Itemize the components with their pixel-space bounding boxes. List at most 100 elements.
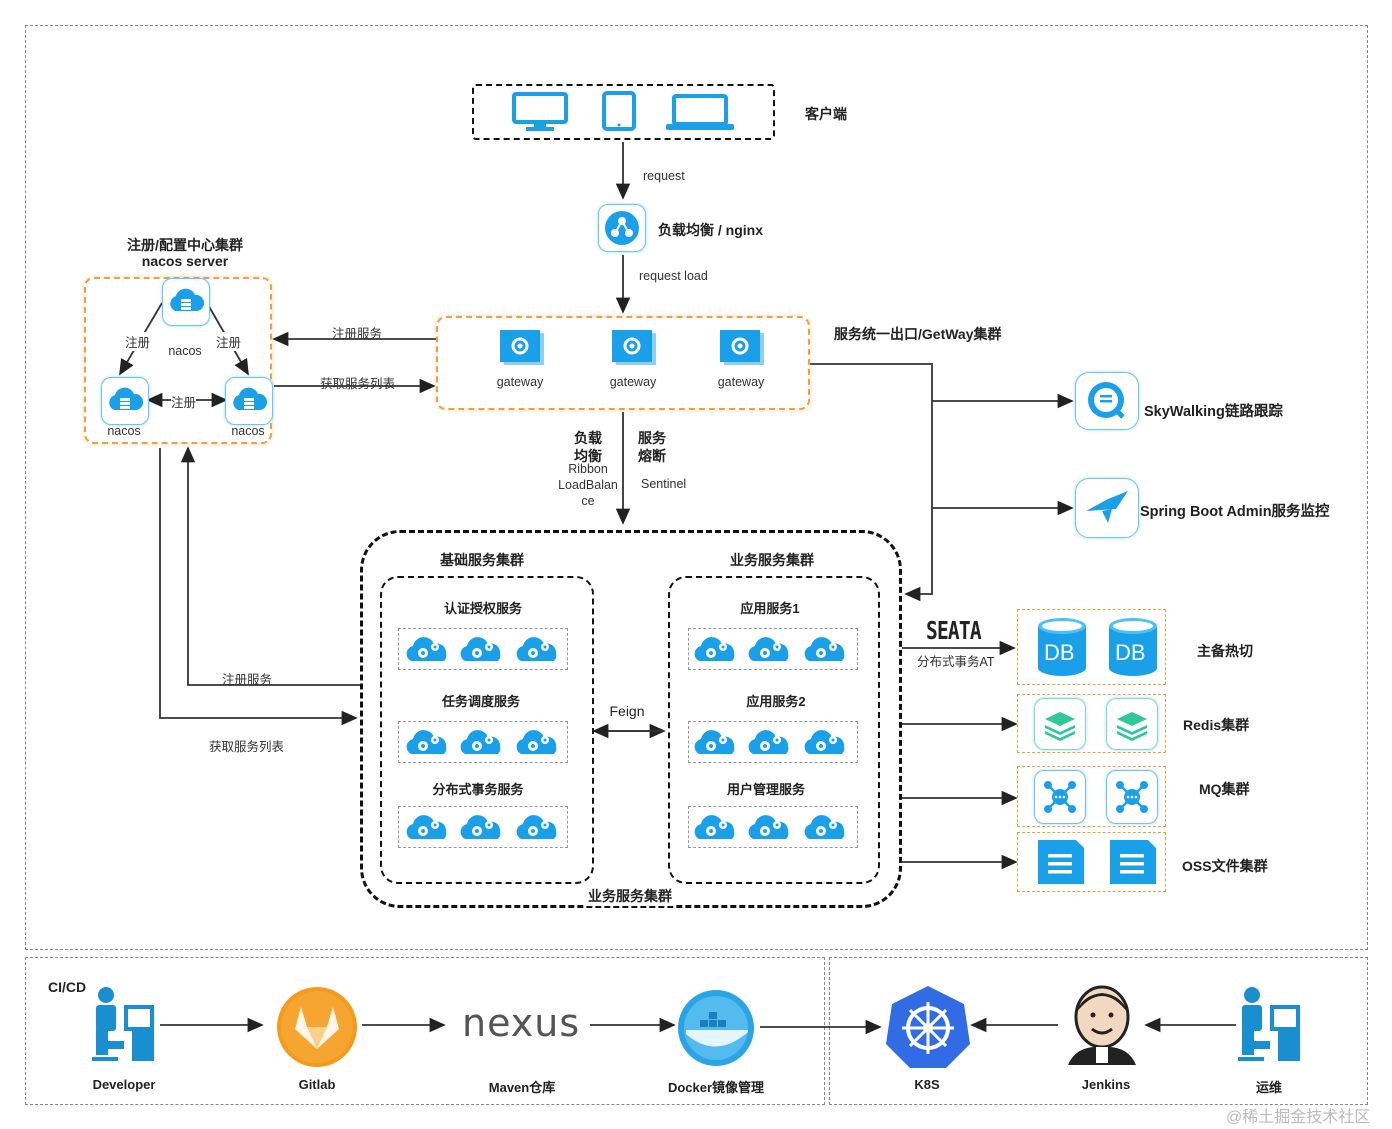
auth-service-label: 认证授权服务 <box>443 601 523 616</box>
request-label: request <box>643 169 685 183</box>
skywalking-icon <box>1075 372 1139 430</box>
nacos-node-right-label: nacos <box>231 424 265 438</box>
app1-service-instances <box>688 628 858 670</box>
ops-label: 运维 <box>1255 1080 1283 1095</box>
db-label: 主备热切 <box>1197 643 1253 659</box>
services-register-label: 注册服务 <box>222 673 273 687</box>
client-label: 客户端 <box>805 106 847 122</box>
skywalking-label: SkyWalking链路跟踪 <box>1144 404 1283 420</box>
nacos-node-top-label: nacos <box>168 344 202 358</box>
nacos-node-left-label: nacos <box>107 424 141 438</box>
client-devices-box <box>472 84 775 140</box>
developer-icon <box>88 985 158 1070</box>
gateway-node-3 <box>718 330 766 371</box>
db-node-2-text: DB <box>1115 640 1146 665</box>
gateway-cluster-label: 服务统一出口/GetWay集群 <box>834 326 1002 342</box>
auth-service-instances <box>398 628 568 670</box>
seata-sub-label: 分布式事务AT <box>917 655 995 669</box>
business-cluster-outer-label: 业务服务集群 <box>584 886 676 906</box>
request-load-label: request load <box>639 269 708 283</box>
spring-boot-admin-icon <box>1075 478 1139 538</box>
oss-cluster-box <box>1017 832 1166 892</box>
app2-service-label: 应用服务2 <box>746 694 806 709</box>
db-cluster-box <box>1017 609 1166 685</box>
gateway-register-service-label: 注册服务 <box>332 327 383 341</box>
gateway-node-1-label: gateway <box>496 375 544 389</box>
app2-service-instances <box>688 721 858 763</box>
mq-cluster-box <box>1017 766 1166 827</box>
seata-logo: SEATA <box>926 616 982 645</box>
business-cluster-outer <box>360 530 902 908</box>
dist-service-label: 分布式事务服务 <box>432 782 524 797</box>
main-architecture-frame <box>25 25 1368 950</box>
app1-service-label: 应用服务1 <box>740 601 800 616</box>
redis-node-2 <box>1106 698 1158 750</box>
task-service-label: 任务调度服务 <box>441 694 521 709</box>
db-node-2: DB <box>1107 616 1159 683</box>
gitlab-label: Gitlab <box>298 1077 336 1092</box>
lb-nginx-label: 负载均衡 / nginx <box>658 222 763 238</box>
k8s-icon <box>884 984 972 1075</box>
redis-cluster-box <box>1017 694 1166 753</box>
nexus-logo: nexus <box>462 1001 581 1045</box>
nacos-node-right <box>225 377 273 425</box>
k8s-label: K8S <box>914 1077 940 1092</box>
base-cluster-box <box>380 576 594 884</box>
nacos-title-line1: 注册/配置中心集群 <box>127 237 243 253</box>
docker-icon <box>676 990 760 1075</box>
task-service-instances <box>398 721 568 763</box>
biz-cluster-box <box>668 576 880 884</box>
cicd-frame-left <box>25 957 825 1105</box>
cicd-frame-right <box>829 957 1368 1105</box>
watermark: @稀土掘金技术社区 <box>1226 1109 1371 1126</box>
circuit-break-label-2: 熔断 <box>638 448 666 464</box>
jenkins-icon <box>1062 983 1142 1070</box>
db-node-1-text: DB <box>1044 640 1075 665</box>
ops-icon <box>1234 985 1304 1070</box>
user-service-instances <box>688 806 858 848</box>
desktop-icon <box>512 92 568 131</box>
db-node-1: DB <box>1036 616 1088 683</box>
ribbon-label: Ribbon <box>568 462 608 476</box>
gateway-cluster-box <box>436 316 810 410</box>
lb-label-2: 均衡 <box>574 448 602 464</box>
lb-label-1: 负载 <box>574 430 602 446</box>
mq-label: MQ集群 <box>1199 781 1250 797</box>
oss-node-1 <box>1036 838 1086 891</box>
nacos-title-line2: nacos server <box>141 253 229 269</box>
loadbalance-label-1: LoadBalan <box>558 478 618 492</box>
load-balancer-icon <box>598 204 646 252</box>
redis-node-1 <box>1034 698 1086 750</box>
spring-boot-admin-label: Spring Boot Admin服务监控 <box>1140 504 1330 520</box>
nacos-node-left <box>101 377 149 425</box>
loadbalance-label-2: ce <box>581 494 595 508</box>
base-cluster-title: 基础服务集群 <box>440 552 524 568</box>
laptop-icon <box>666 94 734 130</box>
tablet-icon <box>602 91 636 131</box>
mq-node-1 <box>1034 770 1086 824</box>
jenkins-label: Jenkins <box>1081 1077 1131 1092</box>
gateway-node-3-label: gateway <box>717 375 765 389</box>
cicd-title: CI/CD <box>48 979 87 995</box>
circuit-break-label-1: 服务 <box>638 430 666 446</box>
sentinel-label: Sentinel <box>641 477 687 491</box>
oss-label: OSS文件集群 <box>1182 858 1268 874</box>
feign-label: Feign <box>609 703 645 719</box>
gitlab-icon <box>275 985 359 1074</box>
nacos-node-top <box>162 278 210 326</box>
services-fetch-list-label: 获取服务列表 <box>209 740 285 754</box>
gateway-fetch-list-label: 获取服务列表 <box>320 377 396 391</box>
gateway-node-1 <box>498 330 546 371</box>
maven-label: Maven仓库 <box>488 1080 556 1095</box>
mq-node-2 <box>1106 770 1158 824</box>
biz-cluster-title: 业务服务集群 <box>730 552 814 568</box>
docker-label: Docker镜像管理 <box>667 1080 765 1095</box>
nacos-edge-register-right: 注册 <box>216 332 242 351</box>
nacos-edge-register-bottom: 注册 <box>171 392 197 411</box>
dist-service-instances <box>398 806 568 848</box>
oss-node-2 <box>1108 838 1158 891</box>
gateway-node-2 <box>610 330 658 371</box>
gateway-node-2-label: gateway <box>609 375 657 389</box>
redis-label: Redis集群 <box>1183 717 1250 733</box>
